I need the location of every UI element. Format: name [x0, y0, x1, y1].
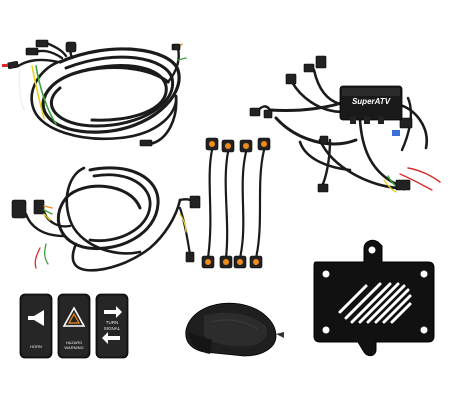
blue-connector	[392, 130, 400, 136]
hazard-switch-label-line2: WARNING	[64, 345, 83, 350]
pigtail-adapter	[201, 137, 219, 269]
harness-connector	[139, 139, 153, 147]
horn-switch-label: HORN	[30, 344, 42, 349]
mounting-bracket	[313, 239, 435, 357]
harness-connector	[35, 39, 49, 48]
rocker-switches: HORN HAZARD WARNING TURN SIGNAL	[19, 293, 129, 359]
bracket-hole	[322, 326, 330, 334]
harness-connector	[315, 55, 327, 69]
control-module: SuperATV	[339, 85, 403, 124]
harness-connector	[7, 61, 19, 69]
module-brand-text: SuperATV	[352, 97, 391, 106]
turn-signal-rocker-switch: TURN SIGNAL	[95, 293, 129, 359]
harness-connector	[263, 109, 273, 119]
pigtail-adapter	[233, 139, 253, 269]
harness-connector	[319, 135, 329, 145]
harness-connector	[33, 199, 45, 215]
pigtail-adapter	[249, 137, 271, 269]
harness-connector	[285, 73, 297, 85]
main-wiring-harness	[2, 39, 187, 147]
pigtail-adapter	[219, 139, 235, 269]
turn-switch-label-line2: SIGNAL	[104, 326, 121, 331]
harness-connector	[189, 195, 201, 209]
bracket-hole	[322, 270, 330, 278]
bracket-hole	[420, 270, 428, 278]
hazard-switch-label-line1: HAZARD	[66, 340, 83, 345]
harness-connector	[395, 179, 411, 191]
led-pigtail-adapters	[201, 137, 271, 269]
horn-rocker-switch: HORN	[19, 293, 53, 359]
harness-connector	[249, 107, 261, 117]
harness-connector	[11, 199, 27, 219]
turn-arrows-icon	[102, 306, 122, 344]
control-module-assembly: SuperATV	[249, 55, 441, 193]
harness-connector	[171, 43, 181, 51]
hazard-icon	[62, 306, 86, 327]
secondary-wiring-harness	[11, 166, 201, 272]
bracket-vent-slots	[338, 282, 412, 324]
harness-connector	[317, 183, 329, 193]
harness-connector	[25, 47, 39, 56]
harness-connector	[303, 63, 315, 73]
bracket-hole	[420, 326, 428, 334]
ring-terminal	[2, 64, 8, 67]
horn-unit	[185, 302, 284, 357]
turn-switch-label-line1: TURN	[106, 320, 119, 325]
horn-icon	[28, 310, 44, 326]
harness-connector	[399, 117, 413, 129]
hazard-rocker-switch: HAZARD WARNING	[57, 293, 91, 359]
harness-connector	[65, 41, 77, 53]
bracket-hole	[368, 246, 376, 254]
